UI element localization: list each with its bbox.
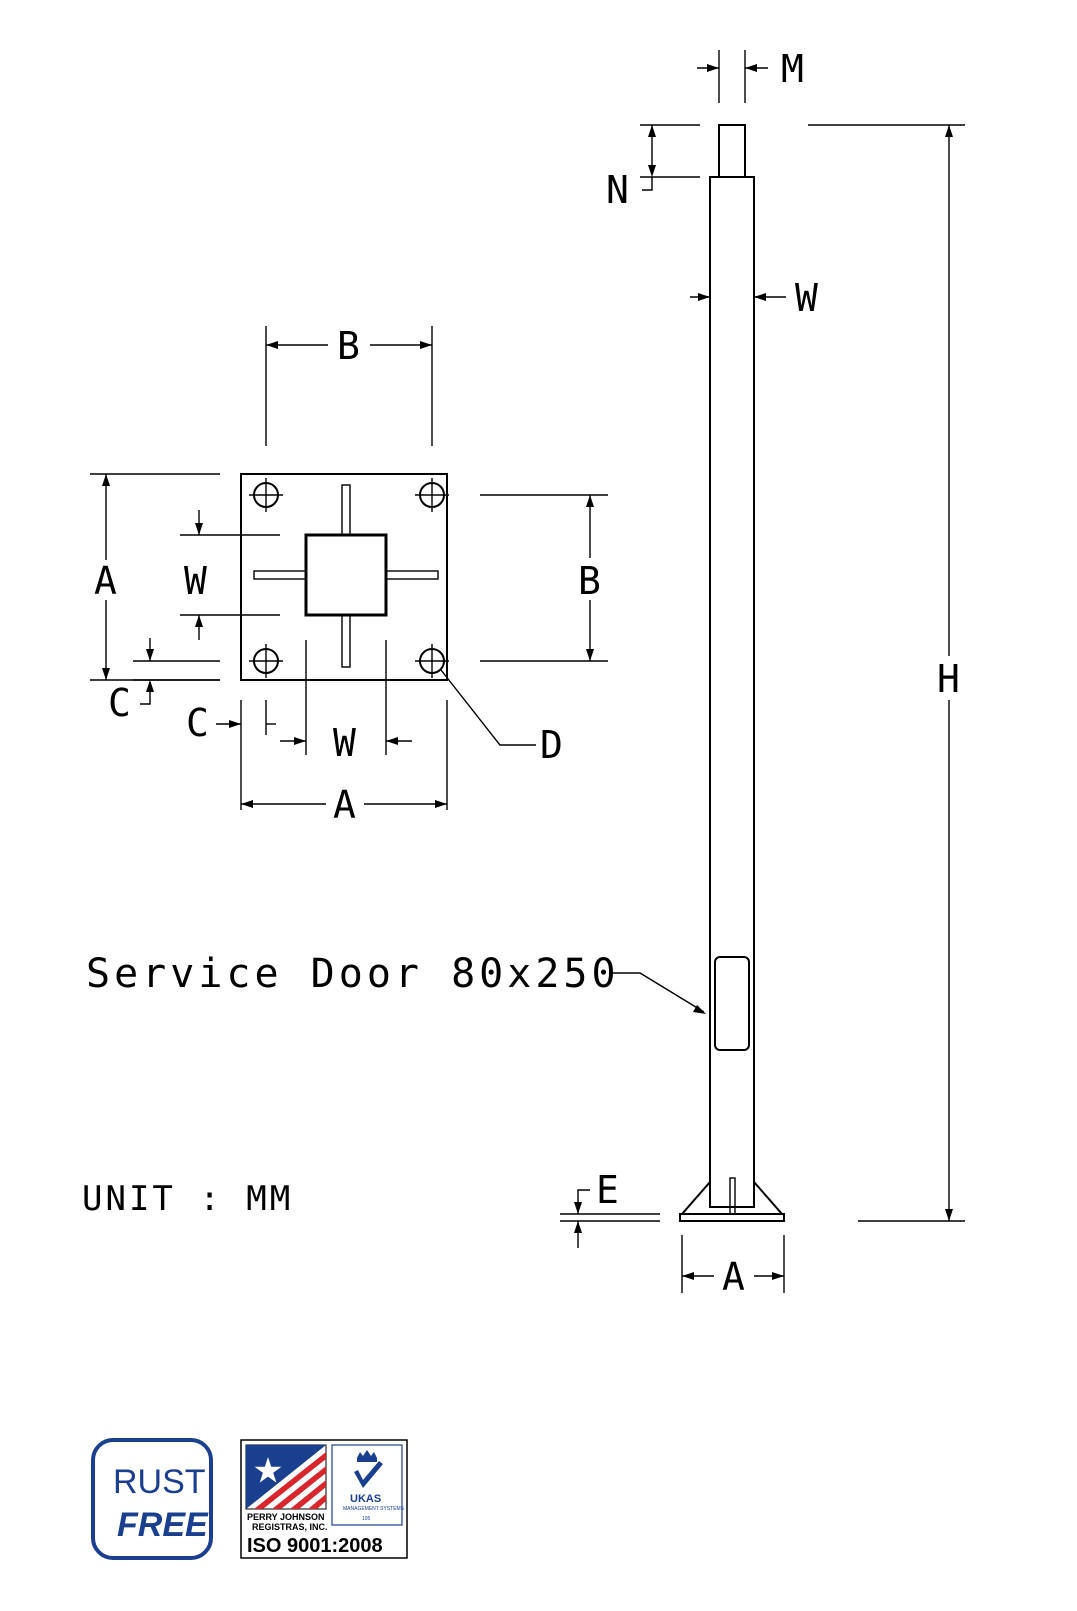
dim-label-n: N: [606, 168, 629, 212]
rust-free-badge: RUST FREE: [91, 1438, 213, 1560]
dim-label-a-flange: A: [722, 1255, 745, 1299]
dimension-e: E: [560, 1168, 660, 1248]
base-plate-plan-view: B A W B: [90, 324, 608, 827]
dim-label-w-left: W: [184, 559, 207, 603]
iso-company-line1: PERRY JOHNSON: [247, 1512, 325, 1522]
dim-label-m: M: [781, 47, 804, 91]
iso-certification-badge: PERRY JOHNSON REGISTRAS, INC. UKAS MANAG…: [240, 1439, 408, 1559]
rust-free-line2: FREE: [117, 1506, 209, 1544]
dim-label-a-left: A: [94, 559, 117, 603]
hole-callout-d: D: [440, 669, 563, 767]
dim-label-b-right: B: [578, 559, 601, 603]
dim-label-e: E: [596, 1168, 619, 1212]
dimension-left-w: W: [180, 510, 280, 640]
pole-spigot: [718, 124, 746, 178]
checkmark-icon: [354, 1461, 383, 1488]
dim-label-w-pole: W: [795, 276, 818, 320]
pole-section-square: [304, 533, 388, 617]
pole-elevation-view: M N W H: [86, 47, 965, 1299]
iso-standard: ISO 9001:2008: [247, 1535, 383, 1557]
dimension-left-c: C: [108, 638, 220, 725]
service-door: [714, 956, 750, 1051]
dimension-w-pole: W: [690, 276, 818, 320]
ukas-subtext: MANAGEMENT SYSTEMS: [343, 1506, 405, 1512]
pole-shaft: [709, 176, 755, 1208]
rust-free-line1: RUST: [113, 1463, 206, 1501]
dim-label-h: H: [937, 657, 960, 701]
ukas-number: 105: [362, 1516, 371, 1522]
ukas-logo: UKAS MANAGEMENT SYSTEMS 105: [331, 1444, 405, 1526]
dim-label-w-bottom: W: [333, 721, 356, 765]
dim-label-a-bottom: A: [333, 783, 356, 827]
unit-note: UNIT : MM: [82, 1179, 293, 1219]
rib-bottom: [341, 614, 351, 668]
perry-johnson-flag-logo: [245, 1444, 327, 1510]
ukas-text: UKAS: [350, 1493, 381, 1505]
dimension-right-b: B: [480, 494, 608, 662]
base-plate-outline: [240, 473, 448, 681]
dimension-n: N: [606, 124, 700, 212]
dimension-bottom-w: W: [280, 640, 412, 765]
bolt-holes: [249, 478, 449, 678]
service-door-callout: Service Door 80x250: [86, 951, 706, 1014]
iso-company-line2: REGISTRAS, INC.: [252, 1522, 328, 1532]
rib-top: [341, 484, 351, 536]
dim-label-b-top: B: [337, 324, 360, 368]
dimension-top-b: B: [265, 324, 433, 446]
rib-left: [253, 570, 307, 580]
dimension-bottom-a: A: [241, 700, 448, 827]
dim-label-c-left: C: [108, 681, 131, 725]
rib-right: [385, 570, 439, 580]
crown-icon: [357, 1450, 377, 1462]
pole-base-flange: [679, 1177, 785, 1222]
dim-label-c-bottom: C: [186, 701, 209, 745]
service-door-note: Service Door 80x250: [86, 951, 620, 997]
dimension-m: M: [697, 47, 804, 103]
dimension-h: H: [808, 124, 965, 1222]
dimension-bottom-c: C: [186, 700, 276, 810]
dim-label-d: D: [540, 723, 563, 767]
dimension-a-flange: A: [681, 1235, 785, 1299]
